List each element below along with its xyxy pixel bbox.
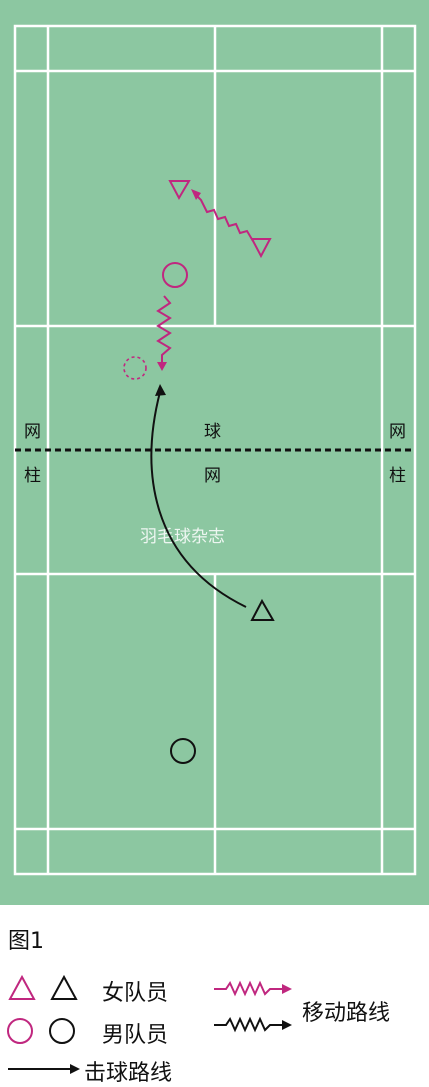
legend: 图1 女队员 男队员 移动路线 击球路线 [0, 905, 429, 1087]
legend-female-magenta-triangle-icon [8, 974, 36, 1000]
net-label-1: 球 [204, 422, 221, 442]
legend-move-label: 移动路线 [302, 1001, 391, 1026]
male-move-path [156, 295, 172, 362]
right-post-label-2: 柱 [389, 466, 406, 486]
left-post-label-2: 柱 [24, 466, 41, 486]
legend-move-magenta-zigzag-icon [214, 980, 282, 997]
female-player-start-triangle [250, 238, 272, 259]
female-player-end-triangle [168, 180, 191, 201]
male-player-end-circle [123, 356, 147, 380]
legend-hit-icon-wrap [8, 1064, 80, 1074]
watermark-text: 羽毛球杂志 [140, 527, 225, 547]
right-post-label-1: 网 [389, 422, 406, 442]
male-player-start-circle [162, 262, 188, 288]
legend-move-icons [214, 980, 292, 1033]
black-male-player-circle [170, 738, 196, 764]
hit-path [150, 391, 247, 608]
legend-move-black-zigzag-icon [214, 1016, 282, 1033]
legend-female-black-triangle-icon [50, 974, 78, 1000]
legend-male-magenta-circle-icon [7, 1018, 33, 1044]
black-female-player-triangle [250, 598, 275, 621]
legend-move-magenta-arrowhead-icon [282, 984, 292, 994]
net-label-2: 网 [204, 466, 221, 486]
figure-label: 图1 [8, 929, 44, 954]
court-svg: 网 柱 球 网 网 柱 羽毛球杂志 [0, 0, 429, 905]
hit-arrowhead [155, 384, 166, 396]
legend-hit-arrowhead-icon [70, 1064, 80, 1074]
male-move-arrowhead [157, 362, 167, 371]
legend-male-label: 男队员 [102, 1023, 169, 1048]
badminton-court-diagram: 网 柱 球 网 网 柱 羽毛球杂志 [0, 0, 429, 905]
legend-female-label: 女队员 [102, 981, 169, 1006]
female-move-arrowhead [191, 189, 201, 200]
left-post-label-1: 网 [24, 422, 41, 442]
legend-female-icons [8, 974, 78, 1000]
legend-male-black-circle-icon [49, 1018, 75, 1044]
legend-hit-label: 击球路线 [84, 1061, 173, 1086]
legend-move-black-arrowhead-icon [282, 1020, 292, 1030]
legend-male-icons [7, 1018, 75, 1044]
female-move-path [194, 193, 254, 242]
